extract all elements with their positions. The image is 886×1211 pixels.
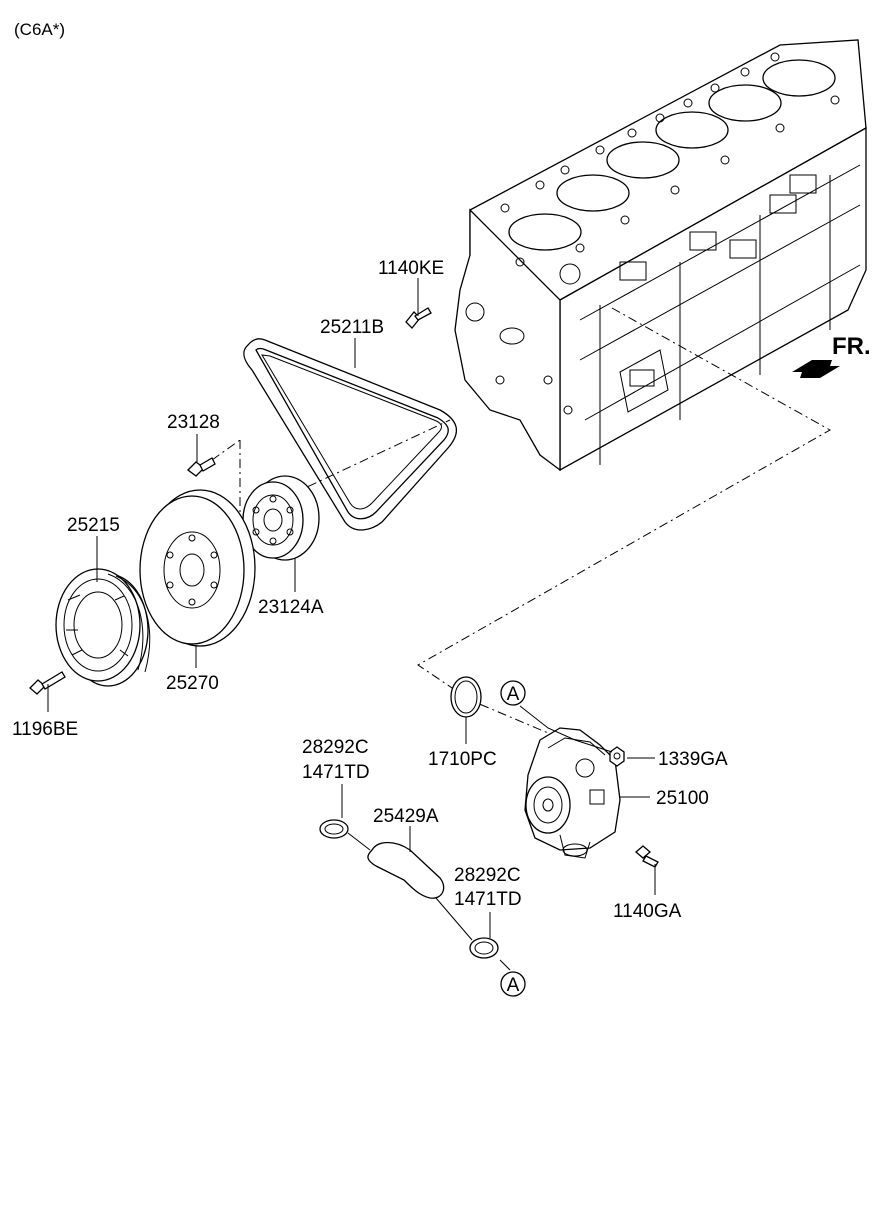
callout-1471td-top: 1471TD <box>302 762 370 783</box>
callout-25270: 25270 <box>166 673 219 694</box>
nut-1339ga <box>609 746 625 767</box>
callout-1471td-bottom: 1471TD <box>454 889 522 910</box>
callout-25211b: 25211B <box>320 317 384 338</box>
reference-marker-a-top: A <box>500 680 526 706</box>
assembly-alignment-lines <box>211 307 832 761</box>
callout-1710pc: 1710PC <box>428 749 497 770</box>
drive-belt <box>243 338 458 531</box>
reference-marker-a-bottom-text: A <box>507 975 520 996</box>
hose-clamp-top <box>319 819 349 839</box>
bolt-23128 <box>187 457 216 477</box>
callout-1140ga: 1140GA <box>613 901 682 922</box>
o-ring <box>450 676 482 718</box>
front-direction-arrow-icon <box>792 360 840 378</box>
vibration-damper <box>139 489 256 647</box>
water-pump <box>524 727 621 859</box>
callout-25100: 25100 <box>656 788 709 809</box>
deck-bolt-holes <box>500 52 840 267</box>
callout-28292c-bottom: 28292C <box>454 865 521 886</box>
callout-1339ga: 1339GA <box>658 749 728 770</box>
callout-25215: 25215 <box>67 515 120 536</box>
engine-block <box>454 39 867 472</box>
callout-28292c-top: 28292C <box>302 737 369 758</box>
callout-1196be: 1196BE <box>12 719 78 740</box>
callout-1140ke: 1140KE <box>378 258 444 279</box>
callout-25429a: 25429A <box>373 806 439 827</box>
hose-clamp-bottom <box>469 937 499 959</box>
reference-marker-a-top-text: A <box>507 684 520 705</box>
crankshaft-hub <box>242 475 320 561</box>
front-direction-label: FR. <box>832 333 871 360</box>
coolant-hose <box>367 841 445 899</box>
cylinder-bores <box>508 59 836 251</box>
callout-23128: 23128 <box>167 412 220 433</box>
reference-marker-a-bottom: A <box>500 971 526 997</box>
crankshaft-pulley <box>55 568 151 687</box>
variant-label: (C6A*) <box>14 20 65 39</box>
bolt-1140ke <box>405 307 432 329</box>
leader-lines <box>47 278 656 971</box>
callout-23124a: 23124A <box>258 597 324 618</box>
bolt-1140ga <box>635 845 659 868</box>
callout-labels: 1140KE 25211B 23128 25215 23124A 25270 1… <box>12 258 728 922</box>
